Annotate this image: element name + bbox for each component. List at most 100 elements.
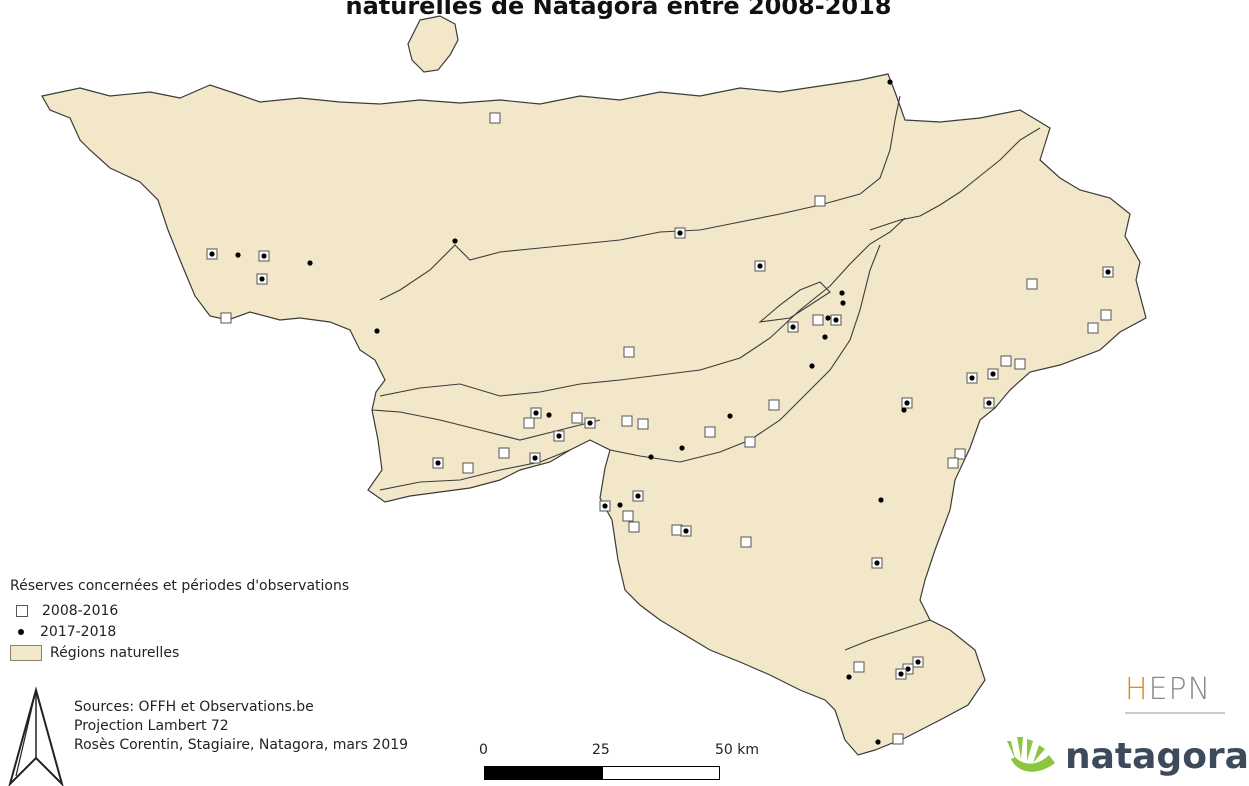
marker-dot-2017-2018[interactable] <box>546 412 552 418</box>
sources: Sources: OFFH et Observations.be Project… <box>74 698 408 755</box>
marker-square-2008-2016[interactable] <box>220 312 232 324</box>
author-line: Rosès Corentin, Stagiaire, Natagora, mar… <box>74 737 409 753</box>
marker-dot-2017-2018[interactable] <box>727 413 733 419</box>
marker-dot-2017-2018[interactable] <box>875 739 881 745</box>
marker-square-2008-2016[interactable] <box>947 457 959 469</box>
boundary-southwest <box>371 409 601 441</box>
marker-dot-2017-2018[interactable] <box>648 454 654 460</box>
marker-dot-2017-2018[interactable] <box>901 407 907 413</box>
marker-dot-2017-2018[interactable] <box>878 497 884 503</box>
marker-dot-2017-2018[interactable] <box>617 502 623 508</box>
marker-dot-2017-2018[interactable] <box>986 400 992 406</box>
marker-dot-2017-2018[interactable] <box>374 328 380 334</box>
marker-dot-2017-2018[interactable] <box>833 317 839 323</box>
natagora-wordmark: natagora <box>1065 735 1249 777</box>
open-square-icon <box>16 604 28 617</box>
legend: Réserves concernées et périodes d'observ… <box>10 578 349 663</box>
marker-square-2008-2016[interactable] <box>1014 358 1026 370</box>
marker-dot-2017-2018[interactable] <box>307 260 313 266</box>
black-dot-icon <box>18 628 24 635</box>
marker-dot-2017-2018[interactable] <box>840 300 846 306</box>
marker-square-2008-2016[interactable] <box>1026 278 1038 290</box>
boundary-north <box>379 95 901 301</box>
marker-square-2008-2016[interactable] <box>892 733 904 745</box>
marker-dot-2017-2018[interactable] <box>209 251 215 257</box>
marker-dot-2017-2018[interactable] <box>904 400 910 406</box>
marker-square-2008-2016[interactable] <box>628 521 640 533</box>
region-enclave <box>407 15 459 73</box>
marker-dot-2017-2018[interactable] <box>846 674 852 680</box>
marker-square-2008-2016[interactable] <box>498 447 510 459</box>
boundary-famenne <box>609 244 881 463</box>
marker-square-2008-2016[interactable] <box>744 436 756 448</box>
marker-square-2008-2016[interactable] <box>623 346 635 358</box>
legend-label: Régions naturelles <box>50 644 180 661</box>
marker-dot-2017-2018[interactable] <box>1105 269 1111 275</box>
marker-square-2008-2016[interactable] <box>954 448 966 460</box>
marker-square-2008-2016[interactable] <box>637 418 649 430</box>
natagora-logo: natagora <box>1003 735 1249 777</box>
legend-title: Réserves concernées et périodes d'observ… <box>10 578 350 594</box>
marker-square-2008-2016[interactable] <box>523 417 535 429</box>
marker-dot-2017-2018[interactable] <box>757 263 763 269</box>
marker-square-2008-2016[interactable] <box>462 462 474 474</box>
marker-square-2008-2016[interactable] <box>489 112 501 124</box>
marker-dot-2017-2018[interactable] <box>602 503 608 509</box>
marker-dot-2017-2018[interactable] <box>556 433 562 439</box>
observation-markers <box>206 79 1114 745</box>
marker-square-2008-2016[interactable] <box>853 661 865 673</box>
marker-dot-2017-2018[interactable] <box>532 455 538 461</box>
marker-square-2008-2016[interactable] <box>768 399 780 411</box>
marker-dot-2017-2018[interactable] <box>435 460 441 466</box>
legend-label: 2017-2018 <box>40 623 117 640</box>
marker-dot-2017-2018[interactable] <box>825 315 831 321</box>
marker-dot-2017-2018[interactable] <box>683 528 689 534</box>
boundary-entre-sambre <box>379 449 571 491</box>
legend-item-2017-2018: 2017-2018 <box>10 621 349 642</box>
marker-dot-2017-2018[interactable] <box>261 253 267 259</box>
natagora-hand-icon <box>1007 737 1055 772</box>
marker-dot-2017-2018[interactable] <box>887 79 893 85</box>
marker-dot-2017-2018[interactable] <box>452 238 458 244</box>
boundary-lake <box>758 281 831 323</box>
sources-line: Sources: OFFH et Observations.be <box>74 699 314 715</box>
marker-square-2008-2016[interactable] <box>812 314 824 326</box>
hepn-logo: HEPN <box>1125 672 1212 707</box>
marker-dot-2017-2018[interactable] <box>259 276 265 282</box>
marker-square-2008-2016[interactable] <box>621 415 633 427</box>
map-title: naturelles de Natagora entre 2008-2018 <box>345 0 892 20</box>
marker-dot-2017-2018[interactable] <box>809 363 815 369</box>
marker-square-2008-2016[interactable] <box>814 195 826 207</box>
marker-dot-2017-2018[interactable] <box>915 659 921 665</box>
marker-square-2008-2016[interactable] <box>571 412 583 424</box>
marker-dot-2017-2018[interactable] <box>898 671 904 677</box>
marker-square-2008-2016[interactable] <box>1087 322 1099 334</box>
marker-dot-2017-2018[interactable] <box>969 375 975 381</box>
legend-item-2008-2016: 2008-2016 <box>10 600 349 621</box>
legend-item-regions: Régions naturelles <box>10 642 349 663</box>
marker-square-2008-2016[interactable] <box>1100 309 1112 321</box>
marker-dot-2017-2018[interactable] <box>235 252 241 258</box>
marker-square-2008-2016[interactable] <box>1000 355 1012 367</box>
marker-dot-2017-2018[interactable] <box>874 560 880 566</box>
marker-square-2008-2016[interactable] <box>622 510 634 522</box>
marker-dot-2017-2018[interactable] <box>533 410 539 416</box>
boundary-ardenne-north <box>869 127 1041 231</box>
marker-dot-2017-2018[interactable] <box>990 371 996 377</box>
scale-label-0: 0 <box>479 742 488 758</box>
projection-line: Projection Lambert 72 <box>74 718 229 734</box>
marker-dot-2017-2018[interactable] <box>790 324 796 330</box>
marker-dot-2017-2018[interactable] <box>905 666 911 672</box>
marker-square-2008-2016[interactable] <box>704 426 716 438</box>
scale-label-50: 50 km <box>715 742 760 758</box>
marker-dot-2017-2018[interactable] <box>839 290 845 296</box>
marker-dot-2017-2018[interactable] <box>635 493 641 499</box>
marker-dot-2017-2018[interactable] <box>587 420 593 426</box>
marker-dot-2017-2018[interactable] <box>822 334 828 340</box>
marker-dot-2017-2018[interactable] <box>677 230 683 236</box>
scale-segment-white <box>602 766 720 780</box>
marker-dot-2017-2018[interactable] <box>679 445 685 451</box>
boundary-sillon <box>379 217 906 397</box>
marker-square-2008-2016[interactable] <box>740 536 752 548</box>
